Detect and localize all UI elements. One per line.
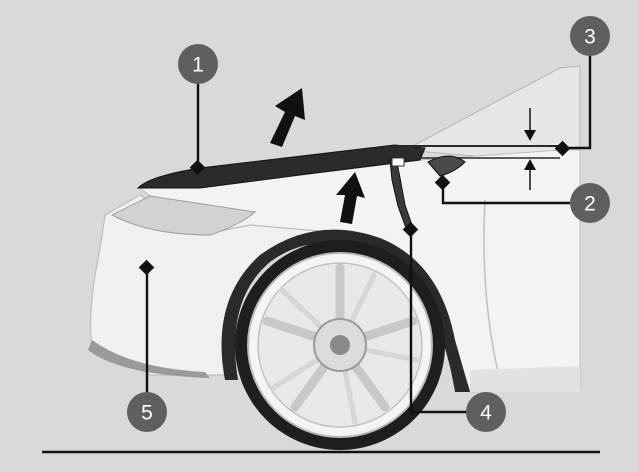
callout-1-label: 1 <box>192 54 204 77</box>
callout-4-label: 4 <box>480 402 492 425</box>
callout-4: 4 <box>466 392 506 432</box>
callout-5-label: 5 <box>141 402 153 425</box>
callout-5: 5 <box>127 392 167 432</box>
lift-arrow-large <box>270 88 305 147</box>
lower-grille <box>88 340 210 378</box>
headlight <box>110 195 257 236</box>
callout-3-label: 3 <box>584 26 596 49</box>
lift-arrow-small <box>336 172 365 224</box>
rod-clip <box>391 157 405 167</box>
callout-2-label: 2 <box>584 193 596 216</box>
hood-latch <box>427 155 466 177</box>
leader-4 <box>409 230 486 414</box>
leader-3 <box>562 36 592 150</box>
front-wheel <box>235 240 445 450</box>
door-line <box>483 199 501 381</box>
callout-3: 3 <box>570 16 610 56</box>
callout-1: 1 <box>178 44 218 84</box>
callout-2: 2 <box>570 183 610 223</box>
gap-dimension <box>524 108 536 190</box>
side-sill <box>470 366 580 392</box>
